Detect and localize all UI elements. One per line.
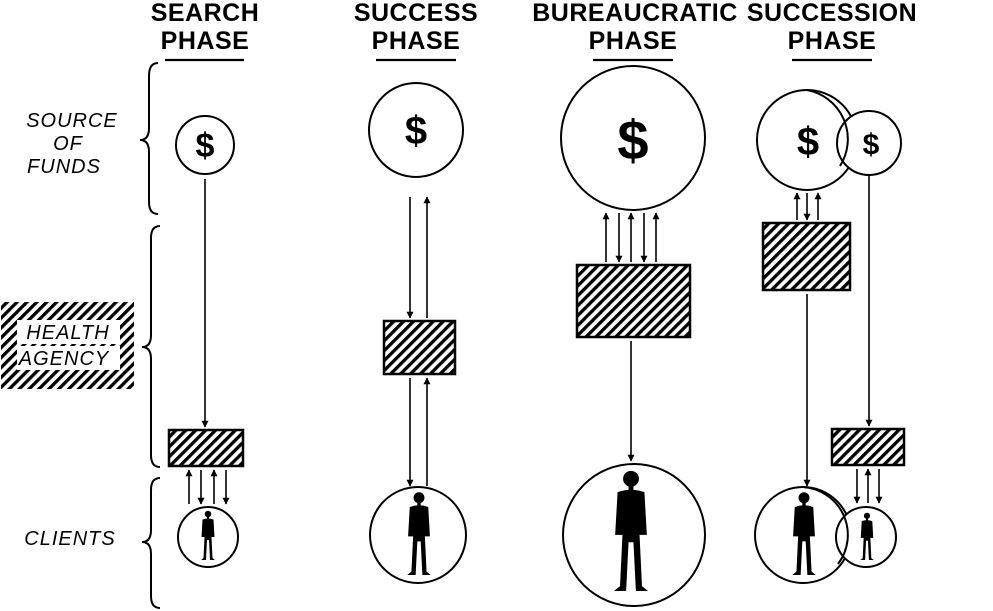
funds-brace — [139, 62, 159, 215]
agency-label-knockout — [17, 320, 120, 344]
bureaucratic-phase-column: $ — [560, 65, 706, 607]
phase-header-bureaucratic: BUREAUCRATIC PHASE — [532, 0, 738, 62]
dollar-icon: $ — [863, 129, 880, 162]
health-agency-box — [167, 428, 245, 468]
phase-title-success-line1: SUCCESS — [354, 0, 478, 27]
health-agency-box — [761, 221, 852, 292]
dollar-icon: $ — [617, 109, 648, 172]
row-label-source-of-funds: SOURCE OF FUNDS — [26, 62, 159, 215]
search-phase-column: $ — [167, 115, 245, 568]
phase-header-succession: SUCCESSION PHASE — [747, 0, 917, 62]
row-label-funds-line3: FUNDS — [27, 156, 101, 178]
phase-title-search-line2: PHASE — [161, 27, 250, 55]
phase-title-bureaucratic-line2: PHASE — [589, 27, 678, 55]
overlap-outline — [802, 486, 849, 565]
succession-phase-column: $ $ — [754, 89, 906, 584]
phase-header-success: SUCCESS PHASE — [354, 0, 478, 62]
phase-header-search: SEARCH PHASE — [151, 0, 260, 62]
overlap-outline — [806, 89, 849, 167]
phase-title-succession-line1: SUCCESSION — [747, 0, 917, 27]
source-of-funds-circle — [368, 82, 464, 178]
new-source-of-funds-circle — [836, 110, 902, 176]
phase-title-search-line1: SEARCH — [151, 0, 260, 27]
dollar-icon: $ — [196, 127, 215, 165]
row-label-funds-line1: SOURCE — [26, 110, 118, 132]
dollar-icon: $ — [797, 120, 819, 164]
row-label-clients-text: CLIENTS — [24, 528, 115, 550]
row-label-clients: CLIENTS — [24, 477, 161, 609]
new-health-agency-box — [830, 427, 906, 467]
health-agency-box — [382, 319, 457, 376]
row-label-agency-line1: HEALTH — [26, 322, 109, 344]
success-phase-column: $ — [368, 82, 467, 584]
agency-label-knockout — [17, 346, 120, 370]
phase-title-succession-line2: PHASE — [788, 27, 877, 55]
source-of-funds-circle — [560, 65, 706, 211]
row-label-agency-line2: AGENCY — [18, 348, 110, 370]
agency-brace — [141, 225, 161, 468]
dollar-icon: $ — [405, 109, 427, 153]
health-agency-box — [575, 263, 692, 339]
agency-label-hatch-background — [1, 302, 134, 389]
phase-title-success-line2: PHASE — [372, 27, 461, 55]
source-of-funds-circle — [175, 115, 235, 175]
clients-brace — [141, 477, 161, 609]
row-label-health-agency: HEALTH AGENCY — [1, 225, 161, 468]
phase-title-bureaucratic-line1: BUREAUCRATIC — [532, 0, 738, 27]
row-label-funds-line2: OF — [53, 133, 84, 155]
